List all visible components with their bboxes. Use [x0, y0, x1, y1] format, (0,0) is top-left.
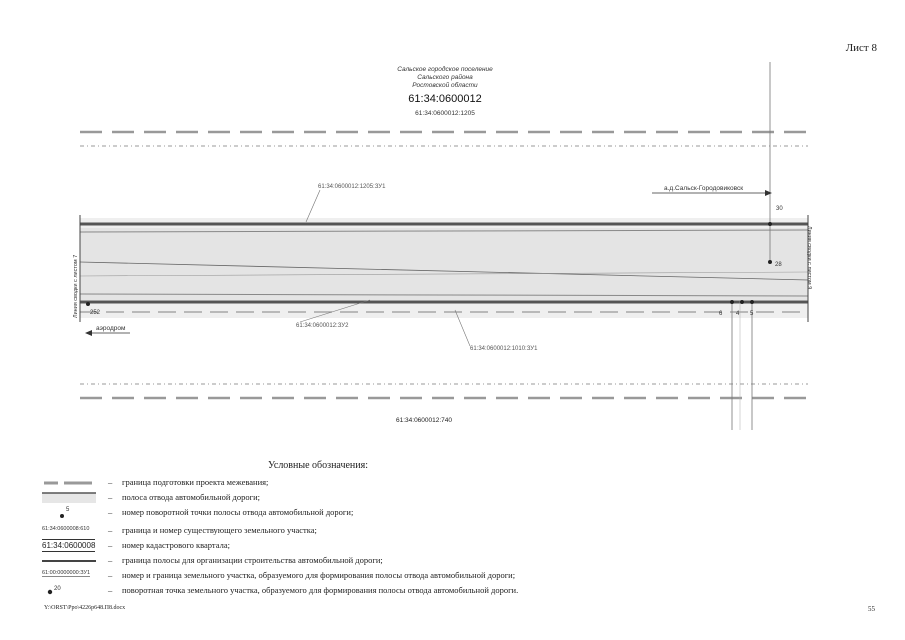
legend-dash: – — [108, 585, 113, 595]
header-line-2: Сальского района — [417, 74, 473, 81]
leader-parcel-lower-mid — [454, 309, 471, 347]
legend-symbol-turn-point-text: 5 — [66, 507, 70, 513]
legend-item-construction: – граница полосы для организации строите… — [40, 554, 740, 569]
legend-symbol-quarter: 61:34:0600008 — [42, 539, 96, 552]
legend-symbol-existing-parcel: 61:34:0600008:610 — [42, 526, 90, 532]
label-point-mid: 28 — [775, 262, 782, 268]
road-strip-inner — [80, 228, 808, 300]
legend-text-strip: полоса отвода автомобильной дороги; — [122, 492, 261, 502]
sheet-label: Лист 8 — [845, 42, 877, 54]
label-direction-right: а.д.Сальск-Городовиковск — [664, 185, 744, 192]
legend-dash: – — [108, 492, 113, 502]
legend-title: Условные обозначения: — [268, 460, 369, 471]
leader-parcel-upper — [305, 189, 321, 223]
direction-arrow-right-head — [765, 190, 772, 196]
label-point-left: 252 — [90, 310, 101, 316]
legend-text-new-parcel: номер и граница земельного участка, обра… — [122, 570, 516, 580]
legend-symbol-boundary — [44, 481, 92, 485]
footer-file-path: Y:\ORST\Ppo\4226p648.П8.docx — [44, 605, 126, 611]
turn-point-bot-1 — [730, 300, 734, 304]
leader-parcel-lower-left — [299, 299, 371, 323]
legend-text-turn-point: номер поворотной точки полосы отвода авт… — [122, 507, 354, 517]
label-parcel-road-lower-mid: 61:34:0600012:1010:ЗУ1 — [470, 346, 538, 352]
cadastral-quarter-number: 61:34:0600012 — [408, 93, 482, 105]
legend-item-new-parcel: 61:00:0000000:ЗУ1 – номер и граница земе… — [40, 569, 740, 584]
turn-point-bot-2 — [740, 300, 744, 304]
legend-item-quarter: 61:34:0600008 – номер кадастрового кварт… — [40, 539, 740, 554]
legend-dash: – — [108, 540, 113, 550]
legend-dash: – — [108, 525, 113, 535]
label-point-bot-2: 4 — [736, 311, 740, 317]
turn-point-left — [86, 302, 90, 306]
label-point-bot-1: 6 — [719, 311, 723, 317]
legend-symbol-new-point-text: 20 — [54, 586, 61, 592]
legend-dash: – — [108, 507, 113, 517]
legend-symbol-strip — [42, 492, 96, 503]
legend-symbol-new-point — [47, 589, 53, 595]
legend-text-construction: граница полосы для организации строитель… — [122, 555, 383, 565]
legend-item-existing-parcel: 61:34:0600008:610 – граница и номер суще… — [40, 524, 740, 539]
legend-item-new-point: 20 – поворотная точка земельного участка… — [40, 584, 740, 599]
label-parcel-road-upper: 61:34:0600012:1205:ЗУ1 — [318, 184, 386, 190]
label-point-bot-3: 5 — [750, 311, 754, 317]
turn-point-mid — [768, 260, 772, 264]
label-match-line-left: Линия сводки с листом 7 — [73, 254, 79, 318]
legend-dash: – — [108, 570, 113, 580]
turn-point-bot-3 — [750, 300, 754, 304]
footer-page-number: 55 — [868, 605, 875, 613]
label-direction-left: аэродром — [96, 325, 126, 332]
header-block: Сальское городское поселение Сальского р… — [360, 66, 530, 118]
legend-text-boundary: граница подготовки проекта межевания; — [122, 477, 269, 487]
legend-item-boundary: – граница подготовки проекта межевания; — [40, 476, 740, 491]
road-edge-bottom — [79, 293, 809, 297]
legend-dash: – — [108, 477, 113, 487]
label-parcel-road-lower-left: 61:34:0600012:ЗУ2 — [296, 323, 349, 329]
legend-symbol-turn-point — [60, 514, 64, 518]
legend: – граница подготовки проекта межевания; … — [40, 476, 740, 599]
road-edge-top — [79, 229, 809, 233]
label-match-line-right: Линия сводки с листом 9 — [806, 226, 812, 290]
legend-text-existing-parcel: граница и номер существующего земельного… — [122, 525, 317, 535]
legend-item-strip: – полоса отвода автомобильной дороги; — [40, 491, 740, 506]
road-lane-line — [79, 271, 809, 277]
legend-text-new-point: поворотная точка земельного участка, обр… — [122, 585, 519, 595]
legend-symbol-new-parcel: 61:00:0000000:ЗУ1 — [42, 570, 91, 577]
legend-text-quarter: номер кадастрового квартала; — [122, 540, 230, 550]
road-axis-line — [79, 261, 809, 281]
label-point-top: 30 — [776, 206, 783, 212]
legend-symbol-construction — [42, 560, 96, 562]
legend-item-turn-point: 5 – номер поворотной точки полосы отвода… — [40, 506, 740, 524]
parcel-top-number: 61:34:0600012:1205 — [415, 110, 475, 117]
parcel-bottom-number: 61:34:0600012:740 — [396, 417, 453, 424]
turn-point-top — [768, 222, 772, 226]
road-plan-drawing — [79, 62, 809, 430]
legend-dash: – — [108, 555, 113, 565]
header-line-3: Ростовской области — [412, 82, 478, 89]
header-line-1: Сальское городское поселение — [397, 66, 493, 73]
direction-arrow-left-head — [85, 330, 92, 336]
